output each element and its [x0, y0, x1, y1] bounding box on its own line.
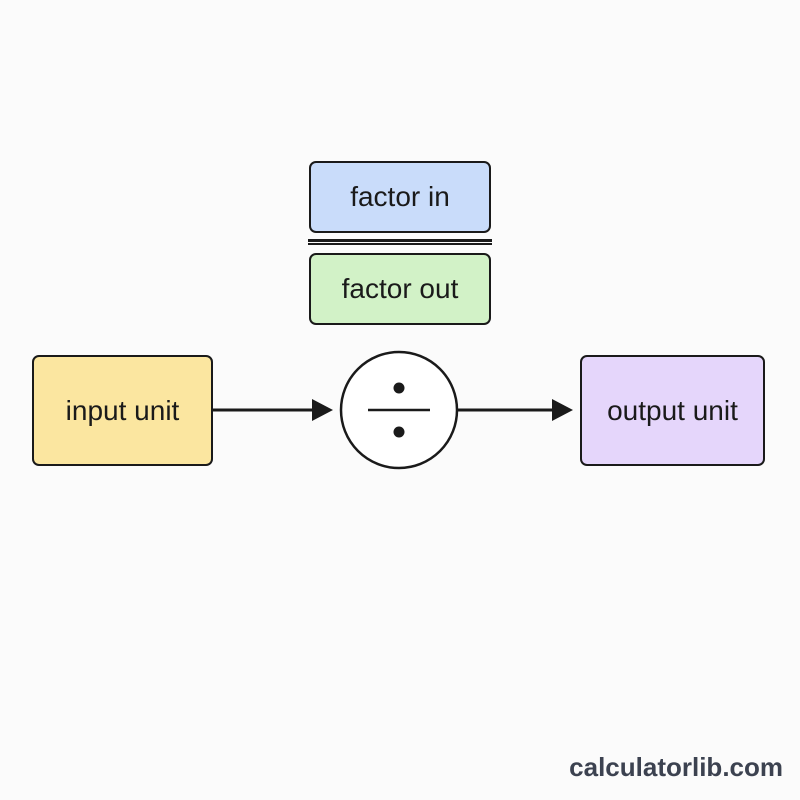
factor-in-label: factor in	[350, 181, 450, 212]
input-unit-box: input unit	[32, 355, 213, 466]
arrowhead-output	[552, 399, 573, 421]
input-unit-label: input unit	[65, 394, 180, 426]
watermark-text: calculatorlib.com	[569, 752, 783, 782]
factor-out-label: factor out	[341, 273, 459, 304]
fraction-bar	[308, 239, 492, 245]
factor-out-box: factor out	[309, 253, 491, 325]
factor-in-box: factor in	[309, 161, 491, 233]
output-unit-label: output unit	[607, 394, 738, 426]
divide-icon	[339, 350, 459, 470]
output-unit-box: output unit	[580, 355, 765, 466]
arrowhead-input	[312, 399, 333, 421]
